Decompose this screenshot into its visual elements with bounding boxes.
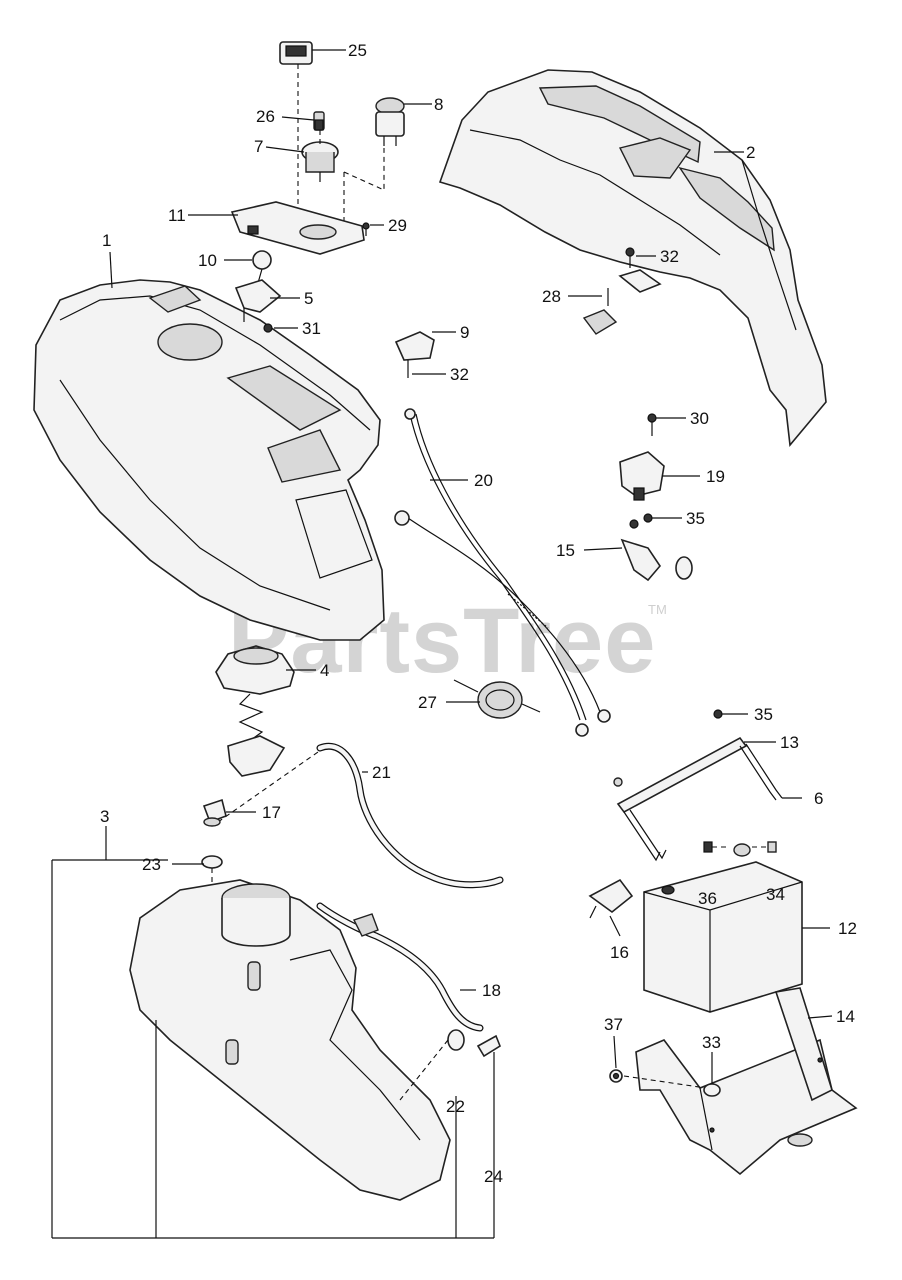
- part-9-relay: [394, 331, 435, 378]
- part-36-bolt: [703, 841, 730, 853]
- callout-36: 36: [698, 889, 717, 908]
- part-35-nut-a: [629, 513, 653, 529]
- callout-27: 27: [418, 693, 437, 712]
- callout-33: 33: [702, 1033, 721, 1052]
- part-18-hose: [316, 902, 484, 1032]
- callout-30: 30: [690, 409, 709, 428]
- part-17-valve: [202, 798, 227, 827]
- callout-29: 29: [388, 216, 407, 235]
- callout-20: 20: [474, 471, 493, 490]
- callout-8: 8: [434, 95, 443, 114]
- part-30-screw: [647, 413, 657, 436]
- callout-25: 25: [348, 41, 367, 60]
- callout-5: 5: [304, 289, 313, 308]
- callout-11: 11: [168, 206, 186, 225]
- callout-31: 31: [302, 319, 321, 338]
- callout-24: 24: [484, 1167, 503, 1186]
- callout-26: 26: [256, 107, 275, 126]
- part-13-hold-down: [613, 736, 748, 814]
- callout-21: 21: [372, 763, 391, 782]
- callout-23: 23: [142, 855, 161, 874]
- part-31-screw: [263, 323, 273, 333]
- callout-34: 34: [766, 885, 785, 904]
- part-28-screw-and-bracket: [582, 269, 662, 335]
- callout-2: 2: [746, 143, 755, 162]
- callout-14: 14: [836, 1007, 855, 1026]
- callout-32-upper: 32: [660, 247, 679, 266]
- part-34-bolt: [752, 841, 777, 853]
- part-11-panel: [230, 201, 365, 255]
- dash-8: [343, 148, 385, 191]
- callout-9: 9: [460, 323, 469, 342]
- callout-17: 17: [262, 803, 281, 822]
- callout-3: 3: [100, 807, 109, 826]
- part-1-front-console: [33, 279, 385, 641]
- leader-lines: [51, 49, 833, 1239]
- part-20-harness: [394, 408, 611, 737]
- callout-13: 13: [780, 733, 799, 752]
- part-29-screw: [362, 222, 370, 236]
- callout-labels: 25 26 8 7 2 11 29 1 10 32 5 28 31 9 32 3…: [100, 41, 857, 1186]
- part-24-fitting: [476, 1034, 501, 1058]
- watermark-tm: TM: [648, 602, 667, 617]
- part-6-rods: [623, 743, 783, 862]
- part-8-switch: [375, 97, 405, 146]
- callout-6: 6: [814, 789, 823, 808]
- callout-18: 18: [482, 981, 501, 1000]
- part-16-terminal-cover: [588, 878, 634, 919]
- part-5-bracket: [234, 279, 282, 322]
- part-4-fuel-cap: [215, 645, 295, 777]
- part-12-battery: [643, 843, 803, 1013]
- part-15-cable-end: [620, 538, 693, 582]
- part-2-rear-cover: [438, 69, 827, 447]
- part-22-bushing: [399, 1029, 465, 1101]
- callout-22: 22: [446, 1097, 465, 1116]
- callout-15: 15: [556, 541, 575, 560]
- callout-35-lower: 35: [754, 705, 773, 724]
- part-21-hose: [217, 742, 504, 889]
- callout-1: 1: [102, 231, 111, 250]
- callout-19: 19: [706, 467, 725, 486]
- callout-4: 4: [320, 661, 329, 680]
- part-25-switch: [279, 41, 313, 65]
- callout-16: 16: [610, 943, 629, 962]
- part-7-ignition: [301, 141, 339, 182]
- part-27-coil: [453, 679, 541, 719]
- part-32-screw-a: [625, 247, 635, 268]
- part-26-key: [313, 111, 325, 131]
- callout-35-upper: 35: [686, 509, 705, 528]
- callout-12: 12: [838, 919, 857, 938]
- callout-28: 28: [542, 287, 561, 306]
- part-37-nut: [609, 1069, 623, 1083]
- part-14-battery-tray: [635, 987, 858, 1176]
- part-19-switch: [619, 451, 665, 501]
- callout-37: 37: [604, 1015, 623, 1034]
- part-35-nut-b: [713, 709, 723, 719]
- callout-10: 10: [198, 251, 217, 270]
- callout-32-lower: 32: [450, 365, 469, 384]
- callout-7: 7: [254, 137, 263, 156]
- part-3-fuel-tank: [129, 879, 451, 1201]
